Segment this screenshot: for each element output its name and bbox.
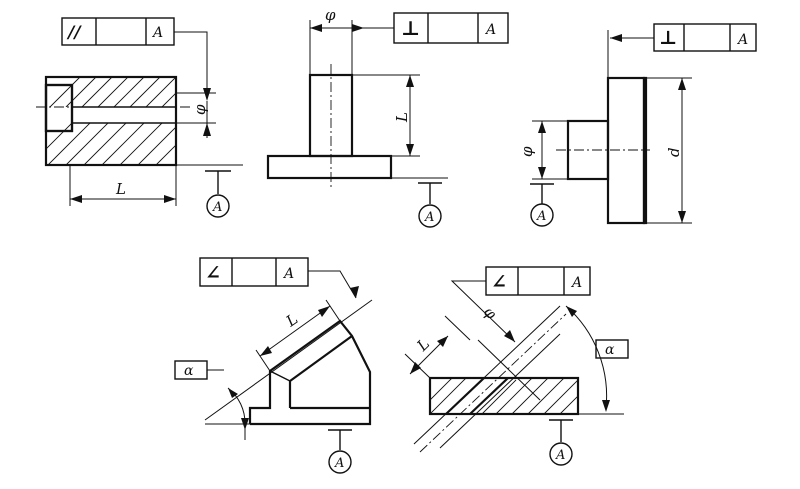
perpendicular-symbol: ⊥ [659,27,677,49]
datum-ref: A [484,22,496,38]
dim-length: L [393,112,411,123]
datum-label: A [536,209,546,224]
dim-length: L [282,310,301,331]
tolerance-frame: ∠ A [199,257,309,287]
dim-d: d [665,147,683,157]
panel-perpendicularity-shaft: ⊥ A φ L A [266,6,509,228]
bushing-section [36,75,190,167]
dim-alpha: α [184,363,194,379]
datum-label: A [555,448,565,463]
panel-perpendicularity-face: ⊥ A d φ A [518,23,757,227]
panel-angularity-hole: ∠ A φ [404,266,629,466]
tolerance-frame: // A [61,17,175,46]
dim-diameter: φ [480,303,501,324]
flange-part [556,76,650,225]
parallel-symbol: // [66,23,82,43]
datum-ref: A [282,266,294,282]
datum-label: A [334,456,344,471]
dim-diameter: φ [518,146,536,157]
angularity-symbol: ∠ [491,271,507,293]
tolerance-frame: ∠ A [485,266,591,296]
panel-angularity-surface: ∠ A L α A [174,257,373,474]
tolerance-frame: ⊥ A [393,12,509,44]
angularity-symbol: ∠ [205,262,221,284]
dim-length: L [413,335,434,356]
datum-label: A [212,200,222,215]
dim-length: L [115,180,126,198]
perpendicular-symbol: ⊥ [401,16,420,40]
datum-ref: A [736,32,748,48]
dim-alpha: α [605,342,615,358]
tolerance-frame: ⊥ A [653,23,757,52]
dim-diameter: φ [191,104,209,115]
dim-diameter: φ [325,6,336,24]
shaft-on-base [266,64,393,188]
angled-bracket [248,319,372,426]
datum-label: A [424,210,434,225]
datum-ref: A [570,275,582,291]
plate-section [413,305,580,453]
panel-parallelism: // A [36,17,243,218]
datum-ref: A [151,25,163,41]
